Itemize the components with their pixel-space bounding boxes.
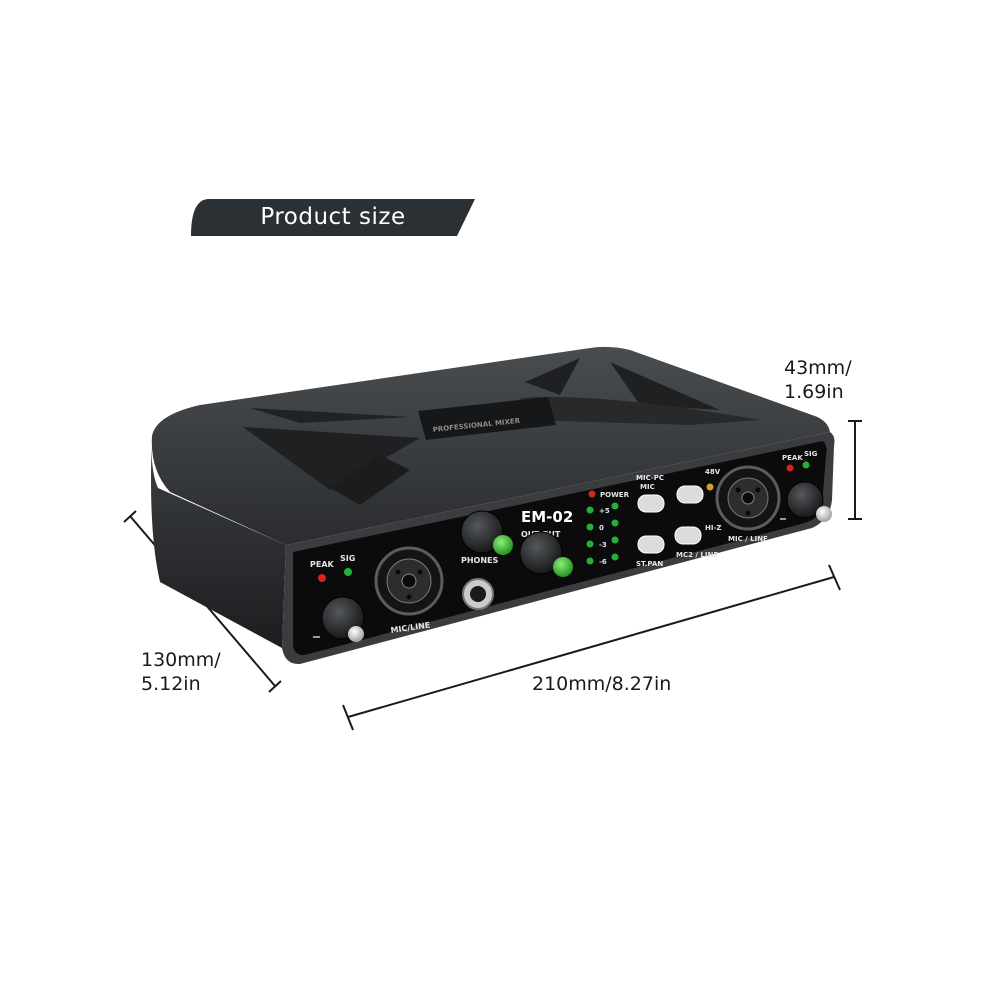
ch2-sig-led <box>802 461 810 469</box>
phones-knob-cap <box>493 535 513 555</box>
banner-title: Product size <box>260 204 406 230</box>
ch1-knob-cap <box>348 626 364 642</box>
mc2-line-switch <box>674 526 702 545</box>
ch2-input-label: MIC / LINE <box>728 535 768 543</box>
phones-knob <box>460 510 504 554</box>
ch1-peak-label: PEAK <box>310 560 335 569</box>
phantom-led <box>706 483 714 491</box>
height-in: 1.69in <box>784 381 844 403</box>
output-knob-cap <box>553 557 573 577</box>
banner-background <box>191 199 475 236</box>
width-line <box>347 576 835 718</box>
channel-2-section: MIC / LINE PEAK SIG <box>715 450 832 543</box>
meter-label-3: -3 <box>599 541 607 549</box>
phantom-switch <box>676 485 704 504</box>
mic-pc-label: MIC-PC <box>636 474 664 482</box>
height-dimension-label: 43mm/ 1.69in <box>784 356 852 404</box>
power-led <box>588 490 596 498</box>
ch1-sig-led <box>344 568 352 576</box>
meter-label-2: 0 <box>599 524 604 532</box>
st-pan-label: ST.PAN <box>636 560 663 568</box>
depth-in: 5.12in <box>141 673 201 695</box>
hiz-label: HI-Z <box>705 524 721 532</box>
mic-label: MIC <box>640 483 655 491</box>
ch2-gain-knob <box>786 481 824 519</box>
phones-label: PHONES <box>461 556 499 565</box>
ch2-peak-label: PEAK <box>782 454 803 462</box>
st-pan-switch <box>637 535 665 554</box>
channel-1-section: PEAK SIG MIC/LINE <box>310 546 444 642</box>
depth-mm: 130mm/ <box>141 649 221 671</box>
height-mm: 43mm/ <box>784 357 852 379</box>
phantom-label: 48V <box>705 468 721 476</box>
output-knob <box>519 531 563 575</box>
ch1-peak-led <box>318 574 326 582</box>
ch2-sig-label: SIG <box>804 450 818 458</box>
product-size-banner: Product size <box>191 199 475 236</box>
ch2-knob-cap <box>816 506 832 522</box>
mic-pc-switch <box>637 494 665 513</box>
width-dimension-label: 210mm/8.27in <box>532 673 672 695</box>
model-label: EM-02 <box>521 508 573 526</box>
ch1-sig-label: SIG <box>340 554 355 563</box>
ch2-peak-led <box>786 464 794 472</box>
level-meter-section: POWER +5 0 -3 -6 <box>586 490 630 566</box>
phones-output-section: PHONES EM-02 OUT PUT <box>460 508 573 610</box>
power-label: POWER <box>600 491 630 499</box>
meter-label-1: +5 <box>599 507 610 515</box>
mc2-line-label: MC2 / LINE <box>676 551 718 559</box>
switch-section: MIC-PC MIC 48V HI-Z ST.PAN MC2 / LINE <box>636 468 721 568</box>
meter-label-4: -6 <box>599 558 607 566</box>
depth-dimension-label: 130mm/ 5.12in <box>141 648 221 696</box>
